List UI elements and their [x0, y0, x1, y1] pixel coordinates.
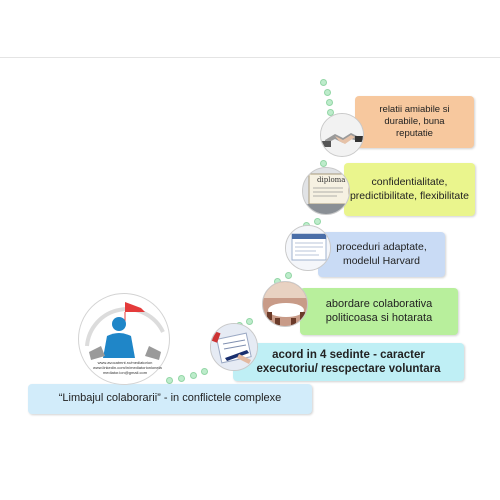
connector-dot [178, 375, 185, 382]
step-box-agreement: acord in 4 sedinte - caracter executoriu… [233, 343, 464, 381]
header-divider [0, 57, 500, 58]
connector-dot [326, 99, 333, 106]
base-label: “Limbajul colaborarii” - in conflictele … [58, 392, 282, 405]
logo-website: www.avocatmnt.ro/mediatorion [97, 360, 153, 365]
step-text: relatii amiabile si durabile, buna reput… [379, 104, 450, 139]
connector-dot [246, 318, 253, 325]
connector-dot [320, 79, 327, 86]
step-text: confidentialitate, predictibilitate, fle… [349, 176, 470, 202]
logo-email: mediator.ion@gmail.com [102, 370, 148, 375]
step-text: acord in 4 sedinte - caracter executoriu… [256, 348, 441, 375]
diploma-icon: diploma [302, 167, 350, 215]
document-icon [285, 225, 331, 271]
signing-contract-icon [210, 323, 258, 371]
connector-dot [166, 377, 173, 384]
connector-dot [314, 218, 321, 225]
step-box-confidentiality: confidentialitate, predictibilitate, fle… [344, 163, 475, 216]
mediator-logo: www.avocatmnt.ro/mediatorion www.linkedi… [78, 293, 170, 385]
connector-dot [285, 272, 292, 279]
base-label-box: “Limbajul colaborarii” - in conflictele … [28, 384, 312, 414]
diploma-word: diploma [317, 176, 345, 184]
logo-linkedin: www.linkedin.com/in/mediatorionlonela [93, 365, 162, 370]
connector-dot [201, 368, 208, 375]
step-text: abordare colaborativa politicoasa si hot… [325, 297, 433, 324]
connector-dot [320, 160, 327, 167]
connector-dot [190, 372, 197, 379]
step-box-approach: abordare colaborativa politicoasa si hot… [300, 288, 458, 335]
meeting-room-icon [262, 281, 308, 327]
handshake-icon [320, 113, 364, 157]
step-box-reputation: relatii amiabile si durabile, buna reput… [355, 96, 474, 148]
step-box-procedures: proceduri adaptate, modelul Harvard [318, 232, 445, 277]
step-text: proceduri adaptate, modelul Harvard [336, 241, 427, 267]
connector-dot [324, 89, 331, 96]
